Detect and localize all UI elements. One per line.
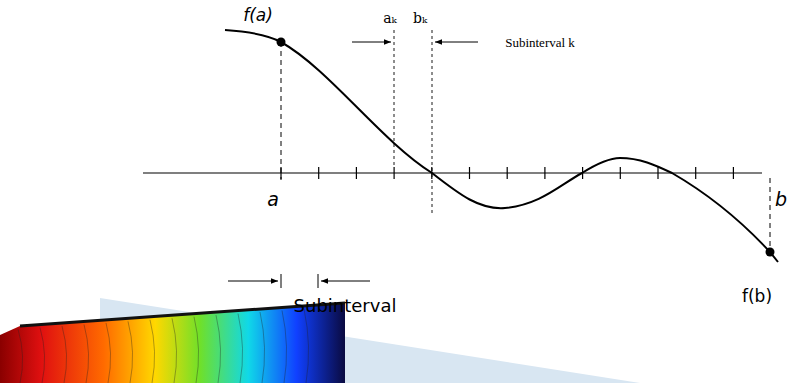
axis-tick [507, 167, 508, 179]
dim-arrow [321, 281, 370, 282]
contour-line [84, 324, 89, 383]
axis-ticks [281, 167, 733, 179]
endpoint-label: a [267, 190, 279, 209]
dim-arrow [352, 42, 391, 43]
subinterval-bound-label: aₖ [383, 11, 396, 25]
contour-lines [18, 309, 309, 383]
point-fa [277, 38, 286, 47]
axis-tick [695, 167, 696, 179]
axis-tick [394, 167, 395, 179]
axis-tick [733, 167, 734, 179]
point-fb [766, 248, 775, 257]
subinterval-k-label: Subinterval k [505, 36, 575, 49]
axis-tick [544, 167, 545, 179]
contour-line [62, 326, 67, 383]
dim-bar [281, 274, 282, 288]
contour-line [238, 314, 243, 383]
dim-arrow [435, 42, 478, 43]
contour-line [172, 318, 177, 383]
dim-arrow [228, 281, 278, 282]
axis-tick [657, 167, 658, 179]
contour-line [304, 309, 309, 383]
axis-tick [356, 167, 357, 179]
contour-line [128, 321, 133, 383]
contour-line [260, 312, 265, 383]
function-curve [225, 30, 778, 262]
contour-line [216, 315, 221, 383]
contour-line [106, 323, 111, 383]
contour-line [40, 328, 45, 383]
guide-b [770, 178, 771, 252]
guide-bk [432, 30, 433, 215]
dim-bar [318, 274, 319, 288]
axis-tick [620, 167, 621, 179]
subinterval-bound-label: bₖ [413, 11, 427, 25]
endpoint-label: b [775, 190, 787, 209]
contour-wedge [0, 303, 345, 383]
function-value-label: f(b) [742, 288, 772, 305]
axis-tick [469, 167, 470, 179]
subinterval-label: Subinterval [294, 297, 397, 315]
axis-tick [318, 167, 319, 179]
contour-line [150, 320, 155, 383]
guide-a [281, 42, 282, 180]
contour-line [282, 310, 287, 383]
contour-line [18, 329, 23, 383]
contour-line [194, 317, 199, 383]
function-value-label: f(a) [243, 7, 273, 24]
